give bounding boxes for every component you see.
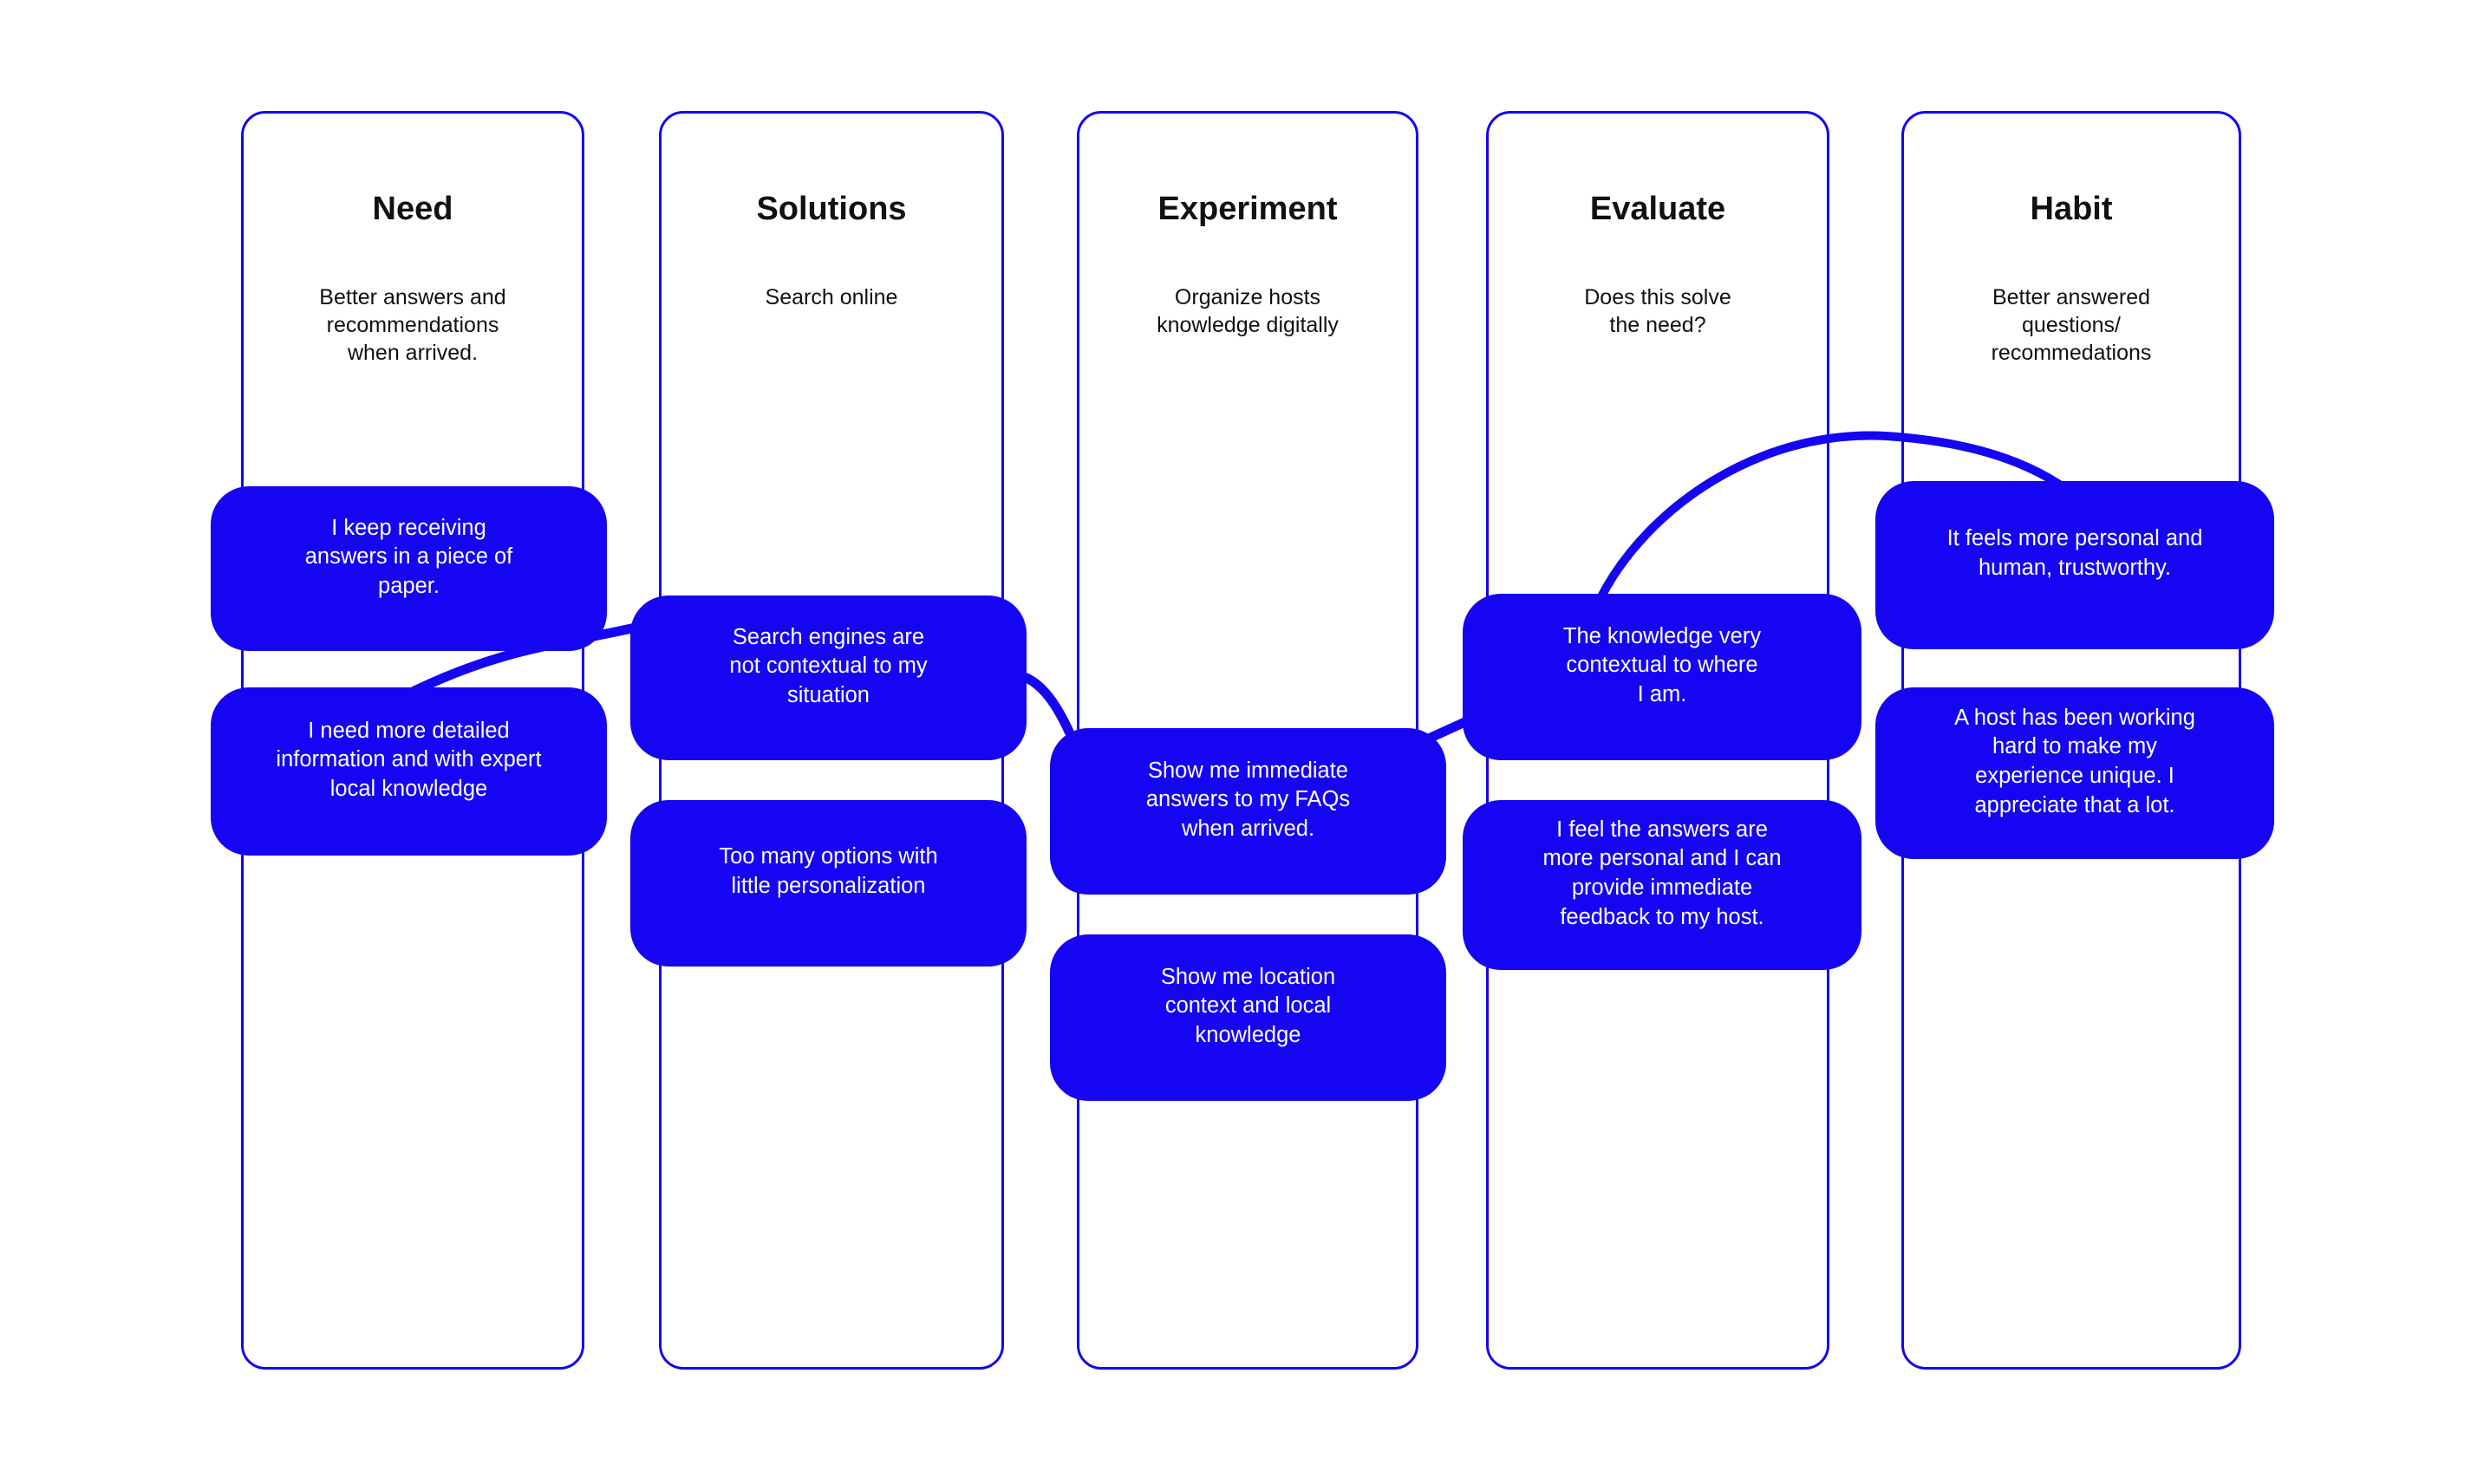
note-evaluate-2[interactable]: I feel the answers are more personal and… (1463, 800, 1861, 970)
note-habit-2-text: A host has been working hard to make my … (1954, 705, 2195, 817)
note-evaluate-1[interactable]: The knowledge very contextual to where I… (1463, 594, 1861, 760)
column-solutions-title: Solutions (756, 191, 907, 227)
note-habit-2[interactable]: A host has been working hard to make my … (1875, 687, 2274, 859)
note-evaluate-1-text: The knowledge very contextual to where I… (1562, 623, 1762, 706)
column-need-title: Need (372, 191, 453, 227)
note-need-2-text: I need more detailed information and wit… (276, 718, 542, 801)
connector-evaluate-to-habit[interactable] (1596, 431, 2071, 602)
column-experiment-title: Experiment (1157, 191, 1338, 227)
note-need-1[interactable]: I keep receiving answers in a piece of p… (211, 486, 607, 651)
column-habit-subtitle: Better answered questions/ recommedation… (1991, 284, 2152, 365)
column-solutions-subtitle: Search online (765, 284, 898, 309)
note-evaluate-2-text: I feel the answers are more personal and… (1542, 817, 1782, 929)
note-solutions-2[interactable]: Too many options with little personaliza… (630, 800, 1027, 967)
note-need-2[interactable]: I need more detailed information and wit… (211, 687, 607, 856)
column-evaluate-subtitle: Does this solve the need? (1584, 284, 1731, 337)
note-solutions-1-text: Search engines are not contextual to my … (729, 624, 928, 707)
note-experiment-1-text: Show me immediate answers to my FAQs whe… (1145, 758, 1351, 841)
note-habit-1[interactable]: It feels more personal and human, trustw… (1875, 481, 2274, 649)
note-experiment-2-text: Show me location context and local knowl… (1160, 964, 1336, 1047)
note-experiment-2[interactable]: Show me location context and local knowl… (1050, 934, 1446, 1101)
note-experiment-1[interactable]: Show me immediate answers to my FAQs whe… (1050, 728, 1446, 895)
column-need-subtitle: Better answers and recommendations when … (319, 284, 506, 365)
column-experiment-subtitle: Organize hosts knowledge digitally (1157, 284, 1339, 337)
connector-experiment-to-evaluate[interactable] (1425, 715, 1474, 743)
column-habit-title: Habit (2030, 191, 2113, 227)
note-habit-1-text: It feels more personal and human, trustw… (1946, 526, 2203, 580)
note-need-1-text: I keep receiving answers in a piece of p… (304, 515, 513, 598)
note-solutions-1[interactable]: Search engines are not contextual to my … (630, 596, 1027, 760)
note-solutions-2-text: Too many options with little personaliza… (719, 844, 938, 898)
connector-solutions-to-experiment[interactable] (1021, 673, 1074, 737)
column-evaluate-title: Evaluate (1589, 191, 1726, 227)
